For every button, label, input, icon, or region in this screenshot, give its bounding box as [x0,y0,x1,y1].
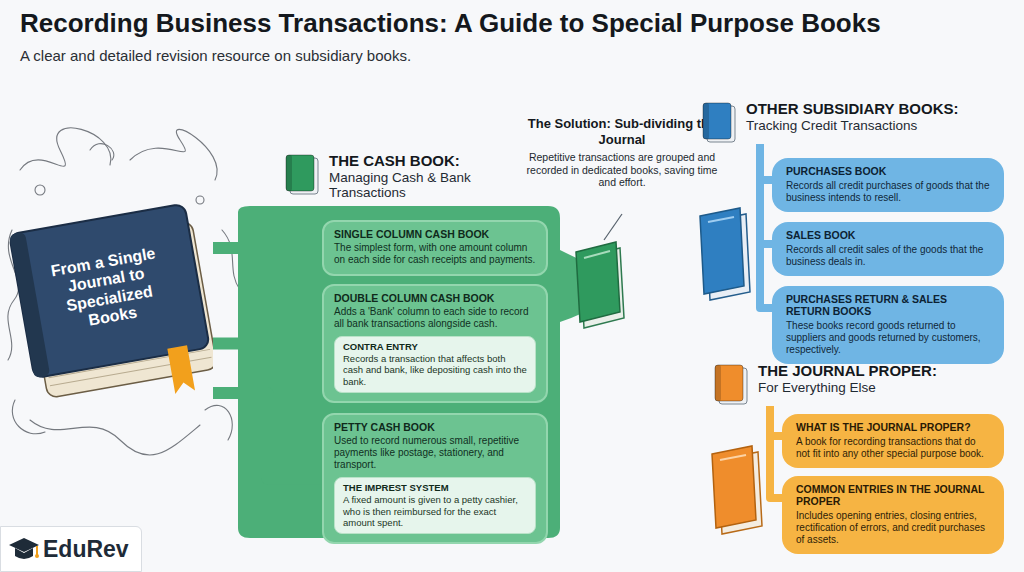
node-body: Managing Cash & Bank Transactions [329,170,545,200]
connector [213,242,322,254]
connector [770,406,782,498]
leader-line [604,214,622,240]
node-heading: THE CASH BOOK: [329,152,545,169]
node-heading: SINGLE COLUMN CASH BOOK [334,228,536,240]
subsidiary-book-box: PURCHASES BOOK Records all credit purchas… [772,158,1004,212]
watermark-text: EduRev [43,536,129,563]
node-heading: THE JOURNAL PROPER: [758,362,1004,379]
connector [213,393,322,479]
node-body: A fixed amount is given to a petty cashi… [343,494,527,528]
node-heading: COMMON ENTRIES IN THE JOURNAL PROPER [796,483,992,507]
subsidiary-book-box: PURCHASES RETURN & SALES RETURN BOOKS The… [772,286,1004,364]
node-heading: WHAT IS THE JOURNAL PROPER? [796,421,992,433]
connector [213,338,322,350]
node-body: Records all credit purchases of goods th… [786,180,992,204]
node-heading: PETTY CASH BOOK [334,421,536,433]
node-heading: THE IMPREST SYSTEM [343,482,527,493]
node-heading: DOUBLE COLUMN CASH BOOK [334,292,536,304]
section-header: THE JOURNAL PROPER:For Everything Else [712,362,1004,406]
node-body: Records a transaction that affects both … [343,353,527,387]
node-body: Repetitive transactions are grouped and … [522,151,722,189]
node-heading: The Solution: Sub-dividing the Journal [522,116,722,147]
node-heading: SALES BOOK [786,229,992,241]
section-header: OTHER SUBSIDIARY BOOKS:Tracking Credit T… [700,100,1004,144]
node-heading: PURCHASES RETURN & SALES RETURN BOOKS [786,293,992,317]
book-icon [283,152,321,198]
book-icon [712,362,750,408]
node-body: For Everything Else [758,380,1004,395]
node-heading: PURCHASES BOOK [786,165,992,177]
central-book-icon [576,242,624,328]
logo-icon [7,533,41,567]
logo-badge: EduRev [0,526,142,572]
node-body: A book for recording transactions that d… [796,436,992,460]
orange-book-icon [712,446,762,534]
node-body: Records all credit sales of the goods th… [786,244,992,268]
cash-book-box: SINGLE COLUMN CASH BOOK The simplest form… [322,220,548,276]
journal-proper-box: COMMON ENTRIES IN THE JOURNAL PROPER Incl… [782,476,1004,554]
scribble-lines [8,128,240,455]
node-body: Adds a 'Bank' column to each side to rec… [334,306,536,330]
node-heading: CONTRA ENTRY [343,341,527,352]
page-caption: A clear and detailed revision resource o… [20,47,411,64]
node-body: Includes opening entries, closing entrie… [796,510,992,546]
journal-proper-box: WHAT IS THE JOURNAL PROPER? A book for re… [782,414,1004,468]
subsidiary-book-box: SALES BOOK Records all credit sales of th… [772,222,1004,276]
node-body: The simplest form, with one amount colum… [334,242,536,266]
node-body: Used to record numerous small, repetitiv… [334,435,536,471]
cash-book-box: DOUBLE COLUMN CASH BOOK Adds a 'Bank' col… [322,284,548,403]
page-title: Recording Business Transactions: A Guide… [20,8,881,39]
node-heading: OTHER SUBSIDIARY BOOKS: [746,100,1004,117]
note-box: THE IMPREST SYSTEMA fixed amount is give… [334,477,536,534]
cash-book-box: PETTY CASH BOOK Used to record numerous s… [322,413,548,544]
book-icon [700,100,738,146]
note-box: CONTRA ENTRYRecords a transaction that a… [334,336,536,393]
blue-book-icon [700,208,750,300]
node-body: Tracking Credit Transactions [746,118,1004,133]
cash-book-panel [238,206,585,538]
connector [760,144,772,308]
node-body: These books record goods returned to sup… [786,320,992,356]
solution-note: The Solution: Sub-dividing the JournalRe… [522,116,722,189]
section-header: THE CASH BOOK:Managing Cash & Bank Trans… [283,152,545,200]
journal-book: From a Single Journal to Specialized Boo… [8,178,213,423]
